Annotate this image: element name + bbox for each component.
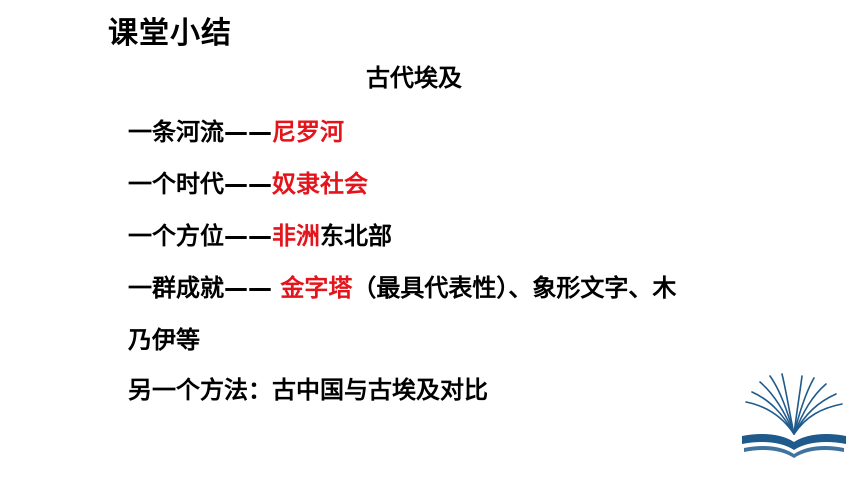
line-highlight: 奴隶社会 bbox=[272, 170, 368, 198]
line-suffix: 东北部 bbox=[320, 222, 392, 250]
summary-line-achievements: 一群成就—— 金字塔（最具代表性）、象形文字、木 bbox=[128, 268, 676, 303]
line-prefix: 一个时代—— bbox=[128, 170, 272, 198]
open-book-icon bbox=[742, 373, 846, 458]
line-highlight: 尼罗河 bbox=[272, 118, 344, 146]
line-highlight: 金字塔 bbox=[280, 274, 353, 302]
line-prefix: 一群成就—— bbox=[128, 274, 281, 302]
summary-line-achievements-continued: 乃伊等 bbox=[128, 320, 200, 355]
line-suffix: （最具代表性）、象形文字、木 bbox=[352, 274, 677, 302]
line-prefix: 一个方位—— bbox=[128, 222, 272, 250]
slide-subtitle: 古代埃及 bbox=[366, 64, 462, 92]
summary-line-location: 一个方位——非洲东北部 bbox=[128, 216, 392, 251]
summary-line-river: 一条河流——尼罗河 bbox=[128, 112, 344, 147]
line-prefix: 乃伊等 bbox=[128, 326, 200, 354]
summary-line-era: 一个时代——奴隶社会 bbox=[128, 164, 368, 199]
slide-title: 课堂小结 bbox=[108, 16, 232, 51]
line-prefix: 另一个方法：古中国与古埃及对比 bbox=[128, 376, 488, 404]
summary-line-method: 另一个方法：古中国与古埃及对比 bbox=[128, 370, 488, 405]
line-highlight: 非洲 bbox=[272, 222, 320, 250]
line-prefix: 一条河流—— bbox=[128, 118, 272, 146]
